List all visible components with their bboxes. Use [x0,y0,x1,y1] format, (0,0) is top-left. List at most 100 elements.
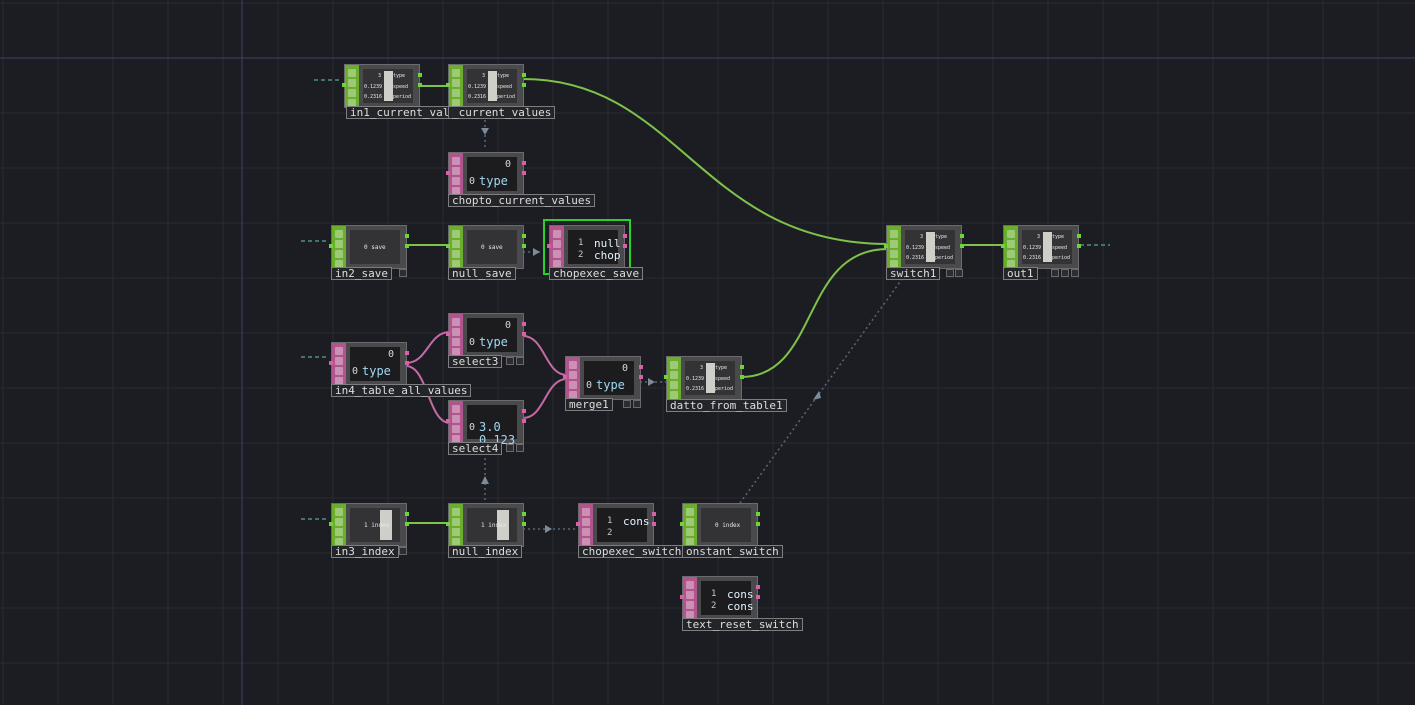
flag-toggle[interactable] [553,230,561,238]
input-connector[interactable] [446,83,450,87]
flag-toggle[interactable] [452,538,460,546]
node-name-label[interactable]: select3 [448,355,503,368]
flag-toggle[interactable] [553,240,561,248]
flag-toggle[interactable] [335,250,343,258]
node-null-index[interactable]: 1 index [446,503,526,547]
node-aux-button[interactable] [1051,269,1059,277]
input-connector[interactable] [329,244,333,248]
flag-toggle[interactable] [1007,250,1015,258]
node-name-label[interactable]: switch1 [886,267,941,280]
flag-toggle[interactable] [670,371,678,379]
flag-toggle[interactable] [452,260,460,268]
output-connector[interactable] [740,365,744,369]
flag-toggle[interactable] [348,69,356,77]
node-in2-save[interactable]: 0 save [329,225,409,269]
input-connector[interactable] [884,244,888,248]
flag-toggle[interactable] [335,367,343,375]
node-name-label[interactable]: null_index [448,545,523,558]
flag-toggle[interactable] [686,518,694,526]
node-aux-button[interactable] [399,547,407,555]
output-connector[interactable] [1077,234,1081,238]
flag-toggle[interactable] [335,528,343,536]
flag-toggle[interactable] [452,528,460,536]
output-connector[interactable] [1077,244,1081,248]
flag-toggle[interactable] [452,328,460,336]
output-connector[interactable] [756,522,760,526]
flag-toggle[interactable] [348,79,356,87]
output-connector[interactable] [522,244,526,248]
flag-toggle[interactable] [569,371,577,379]
node-name-label[interactable]: chopexec_save [549,267,644,280]
node-name-label[interactable]: in4_table_all_values [331,384,472,397]
output-connector[interactable] [522,512,526,516]
flag-toggle[interactable] [569,391,577,399]
output-connector[interactable] [405,361,409,365]
flag-toggle[interactable] [335,538,343,546]
output-connector[interactable] [652,512,656,516]
output-connector[interactable] [960,234,964,238]
flag-toggle[interactable] [452,240,460,248]
input-connector[interactable] [342,83,346,87]
flag-toggle[interactable] [1007,260,1015,268]
flag-toggle[interactable] [452,167,460,175]
flag-toggle[interactable] [890,240,898,248]
node-aux-button[interactable] [955,269,963,277]
input-connector[interactable] [680,522,684,526]
flag-toggle[interactable] [1007,230,1015,238]
flag-toggle[interactable] [452,425,460,433]
flag-toggle[interactable] [452,230,460,238]
flag-toggle[interactable] [582,528,590,536]
output-connector[interactable] [418,73,422,77]
output-connector[interactable] [623,244,627,248]
flag-toggle[interactable] [890,250,898,258]
flag-toggle[interactable] [335,518,343,526]
node-aux-button[interactable] [633,400,641,408]
input-connector[interactable] [446,332,450,336]
flag-toggle[interactable] [335,260,343,268]
output-connector[interactable] [522,161,526,165]
output-connector[interactable] [522,73,526,77]
flag-toggle[interactable] [686,601,694,609]
input-connector[interactable] [680,595,684,599]
output-connector[interactable] [740,375,744,379]
input-connector[interactable] [446,522,450,526]
output-connector[interactable] [405,244,409,248]
flag-toggle[interactable] [452,89,460,97]
node-name-label[interactable]: in1_current_values [346,106,474,119]
node-in3-index[interactable]: 1 index [329,503,409,547]
output-connector[interactable] [418,83,422,87]
flag-toggle[interactable] [452,415,460,423]
node-aux-button[interactable] [946,269,954,277]
node-name-label[interactable]: chopto_current_values [448,194,596,207]
node-aux-button[interactable] [506,357,514,365]
node-name-label[interactable]: text_reset_switch [682,618,803,631]
flag-toggle[interactable] [452,508,460,516]
output-connector[interactable] [639,375,643,379]
input-connector[interactable] [329,361,333,365]
input-connector[interactable] [446,419,450,423]
flag-toggle[interactable] [452,79,460,87]
flag-toggle[interactable] [452,318,460,326]
flag-toggle[interactable] [686,581,694,589]
flag-toggle[interactable] [890,260,898,268]
input-connector[interactable] [664,375,668,379]
flag-toggle[interactable] [670,391,678,399]
input-connector[interactable] [1001,244,1005,248]
output-connector[interactable] [756,585,760,589]
flag-toggle[interactable] [686,528,694,536]
node-aux-button[interactable] [516,444,524,452]
flag-toggle[interactable] [553,260,561,268]
flag-toggle[interactable] [335,347,343,355]
flag-toggle[interactable] [335,230,343,238]
input-connector[interactable] [446,244,450,248]
output-connector[interactable] [639,365,643,369]
flag-toggle[interactable] [335,240,343,248]
flag-toggle[interactable] [452,405,460,413]
flag-toggle[interactable] [452,435,460,443]
flag-toggle[interactable] [670,361,678,369]
